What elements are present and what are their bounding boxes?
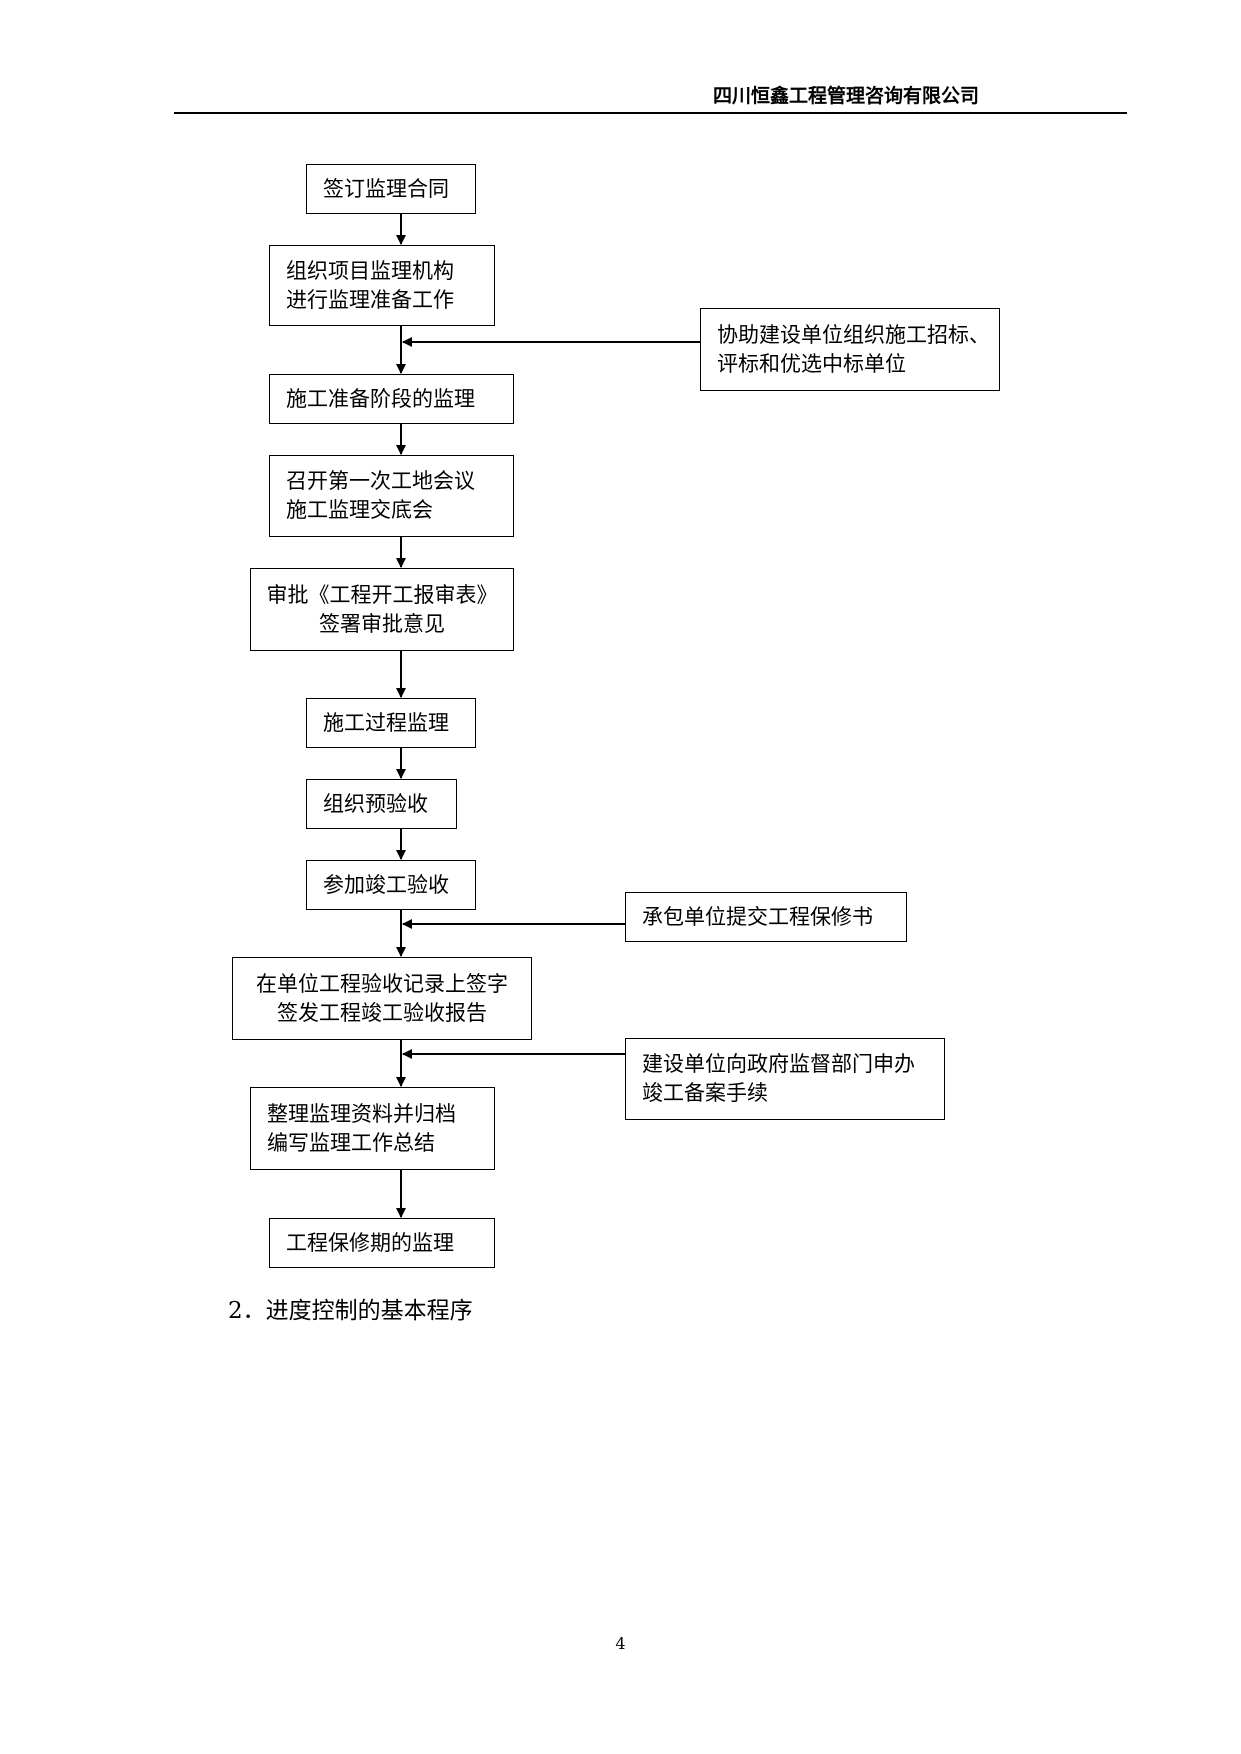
side-step-assist-bidding: 协助建设单位组织施工招标、 评标和优选中标单位 <box>700 308 1000 391</box>
flow-step-pre-acceptance: 组织预验收 <box>306 779 457 829</box>
flow-step-text: 签发工程竣工验收报告 <box>277 1000 487 1025</box>
flow-step-first-site-meeting: 召开第一次工地会议 施工监理交底会 <box>269 455 514 537</box>
side-step-text: 评标和优选中标单位 <box>717 351 906 376</box>
flow-step-text: 组织项目监理机构 <box>286 258 454 283</box>
flow-step-text: 参加竣工验收 <box>323 872 449 897</box>
flow-step-sign-contract: 签订监理合同 <box>306 164 476 214</box>
flow-step-organize-team: 组织项目监理机构 进行监理准备工作 <box>269 245 495 326</box>
flow-step-text: 施工准备阶段的监理 <box>286 386 475 411</box>
flow-step-sign-acceptance-record: 在单位工程验收记录上签字 签发工程竣工验收报告 <box>232 957 532 1040</box>
flow-step-completion-acceptance: 参加竣工验收 <box>306 860 476 910</box>
flow-step-construction-process-supervision: 施工过程监理 <box>306 698 476 748</box>
flow-step-text: 进行监理准备工作 <box>286 287 454 312</box>
flow-step-text: 签署审批意见 <box>319 611 445 636</box>
flow-step-preparation-supervision: 施工准备阶段的监理 <box>269 374 514 424</box>
section-heading: 2．进度控制的基本程序 <box>228 1298 473 1324</box>
flow-step-text: 召开第一次工地会议 <box>286 469 475 493</box>
side-step-text: 协助建设单位组织施工招标、 <box>717 322 990 347</box>
flow-step-text: 在单位工程验收记录上签字 <box>256 971 508 996</box>
header-company-name: 四川恒鑫工程管理咨询有限公司 <box>712 85 979 107</box>
header-rule <box>174 112 1127 114</box>
flow-step-text: 工程保修期的监理 <box>286 1230 454 1255</box>
page-number: 4 <box>615 1634 626 1653</box>
flow-step-text: 施工监理交底会 <box>286 498 433 522</box>
flow-step-text: 整理监理资料并归档 <box>267 1101 456 1126</box>
flow-step-text: 组织预验收 <box>323 791 428 816</box>
flow-step-approve-start-form: 审批《工程开工报审表》 签署审批意见 <box>250 568 514 651</box>
side-step-text: 竣工备案手续 <box>642 1081 768 1105</box>
side-step-text: 承包单位提交工程保修书 <box>642 904 873 929</box>
side-step-warranty-submission: 承包单位提交工程保修书 <box>625 892 907 942</box>
flow-step-text: 施工过程监理 <box>323 710 449 735</box>
side-step-completion-filing: 建设单位向政府监督部门申办 竣工备案手续 <box>625 1038 945 1120</box>
flow-step-text: 审批《工程开工报审表》 <box>266 582 498 607</box>
flow-step-text: 签订监理合同 <box>323 176 449 201</box>
flow-step-text: 编写监理工作总结 <box>267 1130 435 1155</box>
side-step-text: 建设单位向政府监督部门申办 <box>642 1052 915 1076</box>
flow-step-warranty-supervision: 工程保修期的监理 <box>269 1218 495 1268</box>
flow-step-archive-documents: 整理监理资料并归档 编写监理工作总结 <box>250 1087 495 1170</box>
